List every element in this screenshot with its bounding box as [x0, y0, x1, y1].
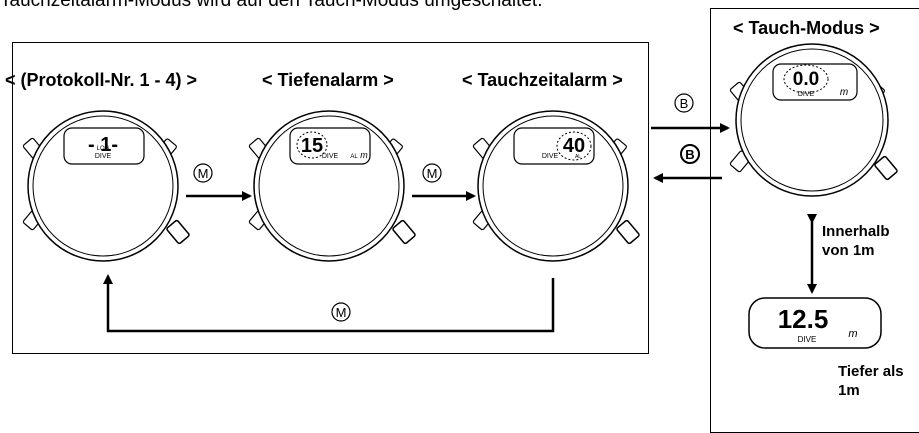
arrow-loop-back — [103, 274, 555, 333]
watch1-dive-label: DIVE — [95, 153, 112, 160]
m-button-icon-2: M — [427, 166, 438, 181]
display-unit: m — [848, 328, 857, 340]
watch2-al-label: AL — [350, 154, 358, 160]
display-dive-label: DIVE — [798, 335, 817, 344]
watch-protocol — [22, 110, 190, 262]
m-button-icon-1: M — [198, 166, 209, 181]
within-1m-line2: von 1m — [822, 242, 875, 259]
watch4-dive-label: DIVE — [798, 91, 815, 98]
b-button-icon-to-dive: B — [680, 96, 689, 111]
dive-display — [748, 297, 882, 349]
watch4-digits: 0.0 — [793, 69, 819, 90]
deeper-line2: 1m — [838, 382, 860, 399]
watch-dive-time-alarm — [472, 110, 640, 262]
watch-depth-alarm — [248, 110, 416, 262]
watch3-digits: 40 — [563, 135, 585, 157]
left-panel — [12, 42, 649, 354]
deeper-than-1m-note: Tiefer als 1m — [838, 362, 904, 400]
title-dive-mode: < Tauch-Modus > — [733, 18, 880, 38]
m-button-icon-loop: M — [336, 305, 347, 320]
title-depth-alarm: < Tiefenalarm > — [262, 70, 394, 90]
deeper-line1: Tiefer als — [838, 363, 904, 380]
watch2-unit: m — [360, 150, 368, 160]
header-partial-text: Tauchzeitalarm-Modus wird auf den Tauch-… — [0, 0, 543, 11]
watch2-dive-label: DIVE — [322, 153, 339, 160]
watch1-log-label: LOG — [97, 146, 110, 152]
title-dive-time-alarm: < Tauchzeitalarm > — [462, 70, 623, 90]
watch-dive-mode — [729, 43, 898, 197]
display-digits: 12.5 — [778, 304, 829, 334]
watch4-unit: m — [840, 87, 848, 98]
watch1-digits: - 1- — [88, 134, 118, 156]
title-protocol: < (Protokoll-Nr. 1 - 4) > — [5, 70, 198, 90]
watch2-digits: 15 — [301, 135, 323, 157]
b-button-icon-back: B — [685, 147, 694, 162]
watch3-dive-label: DIVE — [542, 153, 559, 160]
watch3-al-label: AL — [575, 154, 581, 160]
within-1m-line1: Innerhalb — [822, 223, 890, 240]
within-1m-note: Innerhalb von 1m — [822, 222, 890, 260]
